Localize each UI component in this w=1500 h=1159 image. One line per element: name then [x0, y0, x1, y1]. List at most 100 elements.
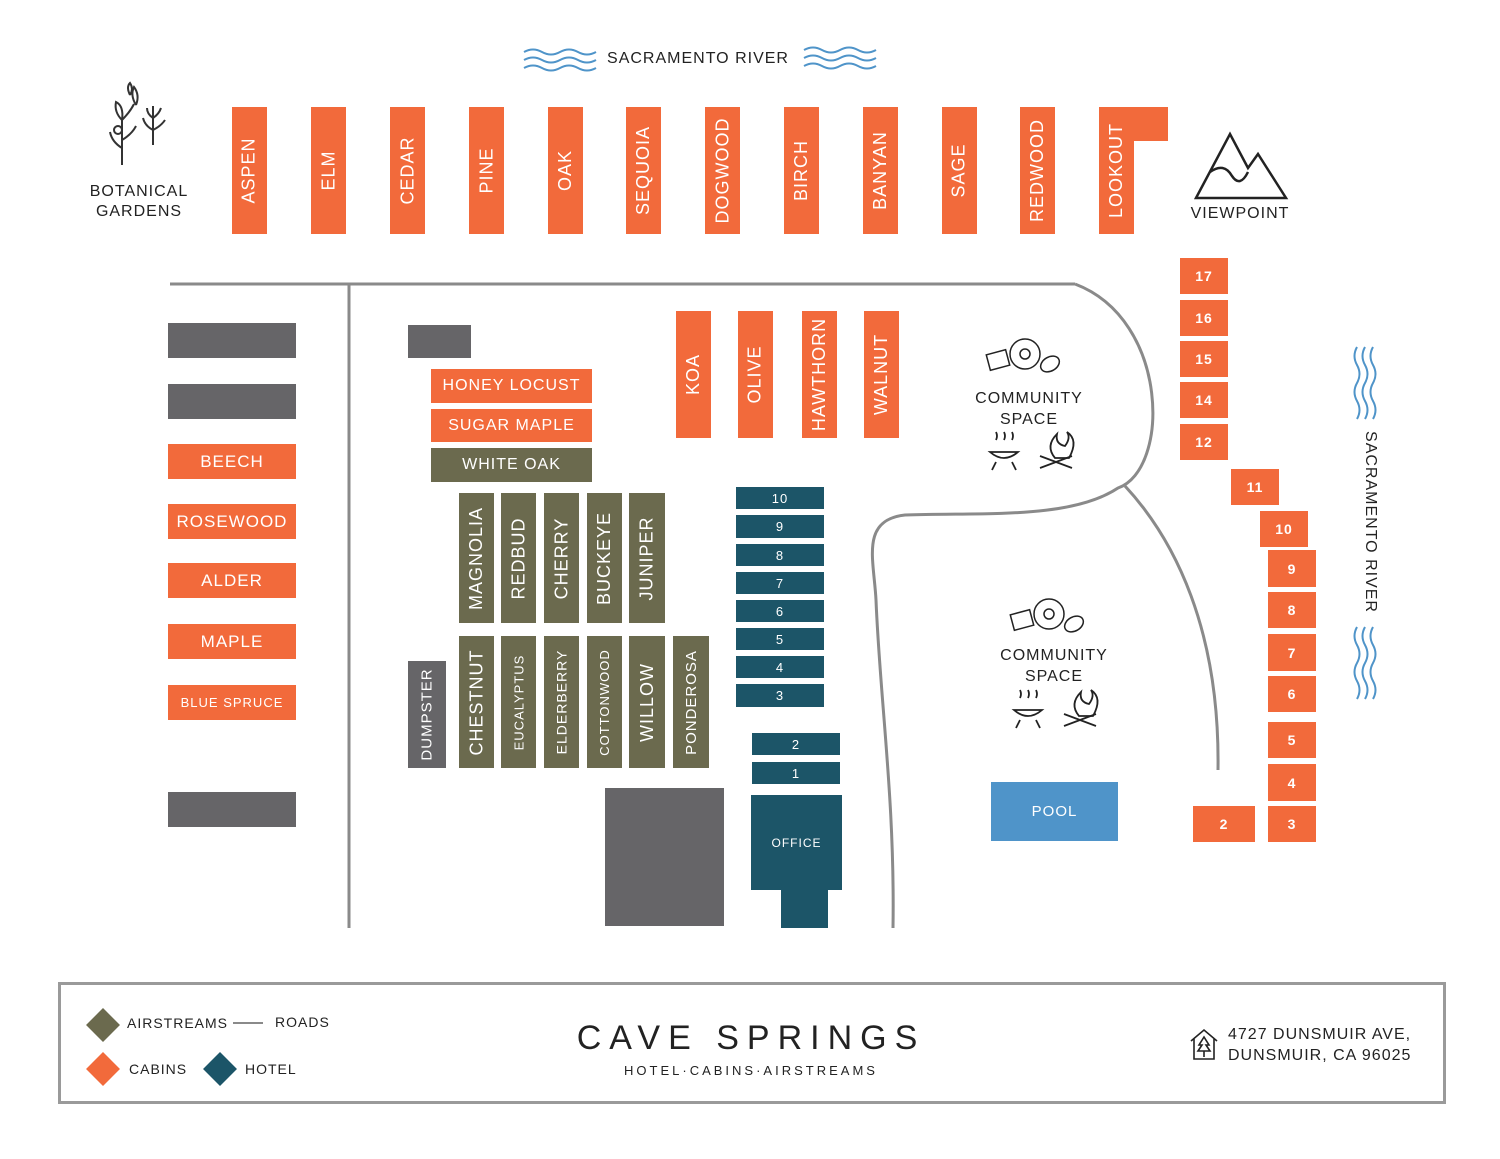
airstream-chestnut[interactable]: CHESTNUT: [459, 636, 494, 768]
airstream-redbud[interactable]: REDBUD: [501, 493, 536, 623]
cabin-banyan[interactable]: BANYAN: [863, 107, 898, 234]
cabin-8[interactable]: 8: [1268, 592, 1316, 628]
games-icon: [985, 338, 1061, 373]
cabin-3[interactable]: 3: [1268, 806, 1316, 842]
cabin-maple[interactable]: MAPLE: [168, 624, 296, 659]
water-waves-icon: [1353, 346, 1377, 420]
cabin-cedar[interactable]: CEDAR: [390, 107, 425, 234]
hotel-swatch: [203, 1052, 237, 1086]
cabin-15[interactable]: 15: [1180, 341, 1228, 377]
hotel-room-4[interactable]: 4: [736, 656, 824, 678]
water-waves-icon: [803, 46, 877, 70]
airstream-willow[interactable]: WILLOW: [629, 636, 665, 768]
airstream-eucalyptus[interactable]: EUCALYPTUS: [501, 636, 536, 768]
legend-airstreams: AIRSTREAMS: [127, 1015, 229, 1031]
building-gray: [168, 323, 296, 358]
cabin-honey-locust[interactable]: HONEY LOCUST: [431, 369, 592, 403]
cabin-sugar-maple[interactable]: SUGAR MAPLE: [431, 409, 592, 442]
hotel-room-1[interactable]: 1: [752, 762, 840, 784]
cabin-9[interactable]: 9: [1268, 550, 1316, 587]
airstream-label: COTTONWOOD: [597, 648, 612, 756]
hotel-room-10[interactable]: 10: [736, 487, 824, 509]
hotel-room-2[interactable]: 2: [752, 733, 840, 755]
cabin-11[interactable]: 11: [1231, 469, 1279, 505]
water-waves-icon: [1353, 626, 1377, 700]
pool[interactable]: POOL: [991, 782, 1118, 841]
airstream-cottonwood[interactable]: COTTONWOOD: [587, 636, 622, 768]
cabin-beech[interactable]: BEECH: [168, 444, 296, 479]
cabin-alder[interactable]: ALDER: [168, 563, 296, 598]
cabin-walnut[interactable]: WALNUT: [864, 311, 899, 438]
cabin-blue-spruce[interactable]: BLUE SPRUCE: [168, 685, 296, 720]
cabin-lookout[interactable]: LOOKOUT: [1099, 107, 1134, 234]
cabin-label: ELM: [318, 150, 339, 191]
cabin-10[interactable]: 10: [1260, 511, 1308, 547]
cabin-redwood[interactable]: REDWOOD: [1020, 107, 1055, 234]
cabin-rosewood[interactable]: ROSEWOOD: [168, 504, 296, 539]
cabin-sequoia[interactable]: SEQUOIA: [626, 107, 661, 234]
hotel-room-5[interactable]: 5: [736, 628, 824, 650]
airstream-label: PONDEROSA: [682, 649, 700, 755]
hotel-office[interactable]: OFFICE: [751, 795, 842, 890]
cabin-16[interactable]: 16: [1180, 300, 1228, 336]
roads-swatch: [233, 1022, 263, 1024]
cabin-pine[interactable]: PINE: [469, 107, 504, 234]
building-gray-small: [408, 325, 471, 358]
hotel-room-7[interactable]: 7: [736, 572, 824, 594]
cabin-aspen[interactable]: ASPEN: [232, 107, 267, 234]
cabin-label: REDWOOD: [1027, 119, 1047, 222]
cabin-2[interactable]: 2: [1193, 806, 1255, 842]
legend-cabins: CABINS: [129, 1061, 188, 1077]
cabin-elm[interactable]: ELM: [311, 107, 346, 234]
address-line2: DUNSMUIR, CA 96025: [1228, 1047, 1412, 1064]
airstream-label: REDBUD: [508, 516, 529, 600]
airstream-magnolia[interactable]: MAGNOLIA: [459, 493, 494, 623]
hotel-room-3[interactable]: 3: [736, 684, 824, 707]
cabin-17[interactable]: 17: [1180, 258, 1228, 294]
grill-icon: [1011, 689, 1045, 729]
airstream-label: MAGNOLIA: [466, 506, 486, 610]
cabin-label: KOA: [683, 353, 704, 396]
cabin-12[interactable]: 12: [1180, 424, 1228, 460]
cabin-7[interactable]: 7: [1268, 634, 1316, 671]
hotel-room-9[interactable]: 9: [736, 515, 824, 538]
hotel-room-6[interactable]: 6: [736, 600, 824, 622]
airstream-ponderosa[interactable]: PONDEROSA: [673, 636, 709, 768]
hotel-room-8[interactable]: 8: [736, 544, 824, 566]
airstream-juniper[interactable]: JUNIPER: [629, 493, 665, 623]
building-gray: [168, 792, 296, 827]
airstream-white-oak[interactable]: WHITE OAK: [431, 448, 592, 482]
botanical-label-line1: BOTANICAL: [89, 183, 189, 200]
cabin-lookout-wing: [1130, 107, 1168, 141]
airstream-elderberry[interactable]: ELDERBERRY: [544, 636, 579, 768]
dumpster-label: DUMPSTER: [418, 668, 436, 761]
cabin-4[interactable]: 4: [1268, 764, 1316, 801]
building-gray-large: [605, 788, 724, 926]
cabin-14[interactable]: 14: [1180, 382, 1228, 418]
grill-icon: [987, 431, 1021, 471]
cabin-5[interactable]: 5: [1268, 722, 1316, 758]
roads: [170, 282, 1220, 929]
cabin-label: WALNUT: [871, 333, 891, 416]
legend-hotel: HOTEL: [245, 1061, 297, 1077]
cabin-oak[interactable]: OAK: [548, 107, 583, 234]
cabin-6[interactable]: 6: [1268, 676, 1316, 712]
cabin-label: PINE: [476, 147, 497, 194]
cabin-sage[interactable]: SAGE: [942, 107, 977, 234]
airstream-cherry[interactable]: CHERRY: [544, 493, 579, 623]
cabin-olive[interactable]: OLIVE: [738, 311, 773, 438]
address: 4727 DUNSMUIR AVE, DUNSMUIR, CA 96025: [1228, 1024, 1411, 1066]
cabin-label: SEQUOIA: [633, 125, 653, 216]
cabin-dogwood[interactable]: DOGWOOD: [705, 107, 740, 234]
cabin-birch[interactable]: BIRCH: [784, 107, 819, 234]
airstream-label: JUNIPER: [636, 515, 657, 601]
cabin-koa[interactable]: KOA: [676, 311, 711, 438]
airstream-buckeye[interactable]: BUCKEYE: [587, 493, 622, 623]
road-curve-north: [870, 282, 1155, 929]
river-label-top: SACRAMENTO RIVER: [607, 50, 789, 67]
legend-box: AIRSTREAMS ROADS CABINS HOTEL CAVE SPRIN…: [58, 982, 1446, 1104]
community-label-line1: COMMUNITY: [975, 390, 1083, 407]
brand-name: CAVE SPRINGS: [576, 1019, 926, 1057]
cabin-hawthorn[interactable]: HAWTHORN: [802, 311, 837, 438]
